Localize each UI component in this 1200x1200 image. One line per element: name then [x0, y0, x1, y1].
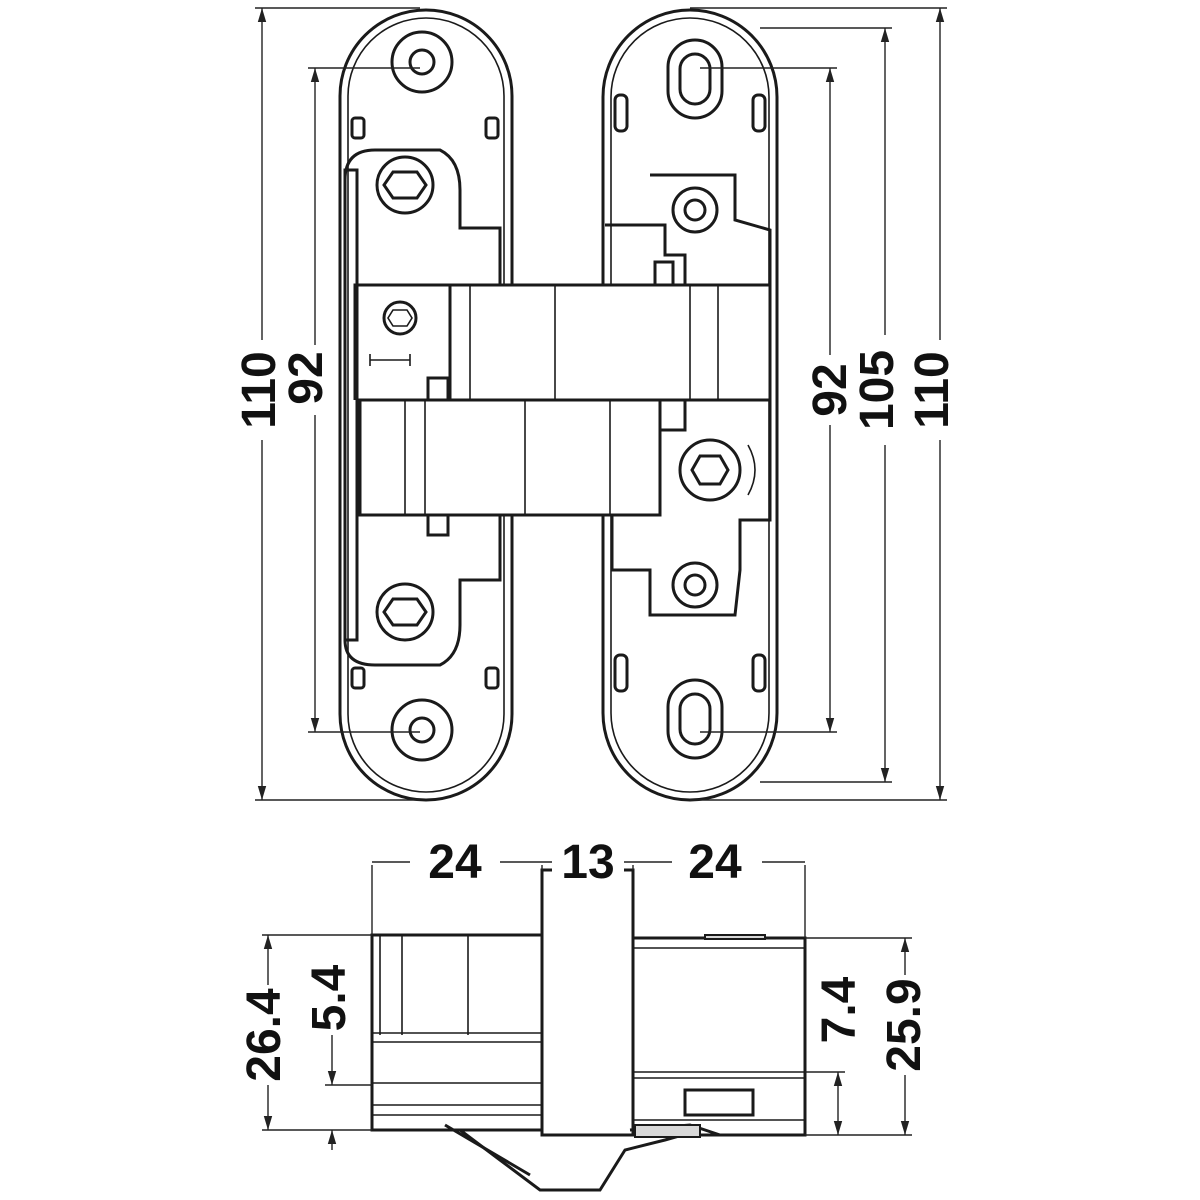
dim-right-body-height: 105 — [851, 350, 904, 430]
dim-right-overall-height: 110 — [906, 351, 959, 428]
left-plate — [338, 8, 514, 802]
dim-right-offset: 7.4 — [813, 976, 866, 1043]
dim-right-hole-spacing: 92 — [804, 363, 857, 416]
right-leaf — [631, 934, 807, 1137]
hex-nut — [375, 582, 435, 642]
screw — [671, 561, 719, 609]
adjust-screw — [382, 300, 418, 336]
screw-hole — [390, 30, 454, 94]
hex-nut — [375, 155, 435, 215]
dim-left-depth: 26.4 — [238, 988, 291, 1082]
hex-screw — [678, 438, 742, 502]
top-dimensions: 110 92 92 105 110 — [233, 7, 962, 801]
dim-right-leaf-width: 24 — [688, 836, 742, 889]
dim-right-depth: 25.9 — [878, 978, 931, 1071]
left-leaf — [370, 933, 544, 1132]
top-view: 110 92 92 105 110 — [233, 7, 962, 802]
hinge-linkage — [459, 1128, 701, 1192]
dim-center-width: 13 — [561, 836, 614, 889]
dim-left-leaf-width: 24 — [428, 836, 482, 889]
screw — [671, 186, 719, 234]
side-dimensions: 24 13 24 26.4 5.4 7.4 25.9 — [238, 835, 931, 1150]
dim-left-hole-spacing: 92 — [280, 351, 333, 404]
side-view: 24 13 24 26.4 5.4 7.4 25.9 — [238, 835, 931, 1192]
dim-left-overall-height: 110 — [233, 351, 286, 428]
dim-left-offset: 5.4 — [303, 964, 356, 1031]
hinge-arms — [358, 260, 772, 537]
center-body — [540, 868, 635, 1137]
screw-hole — [390, 698, 454, 762]
slot-hole — [666, 38, 724, 120]
slot-hole — [666, 678, 724, 760]
